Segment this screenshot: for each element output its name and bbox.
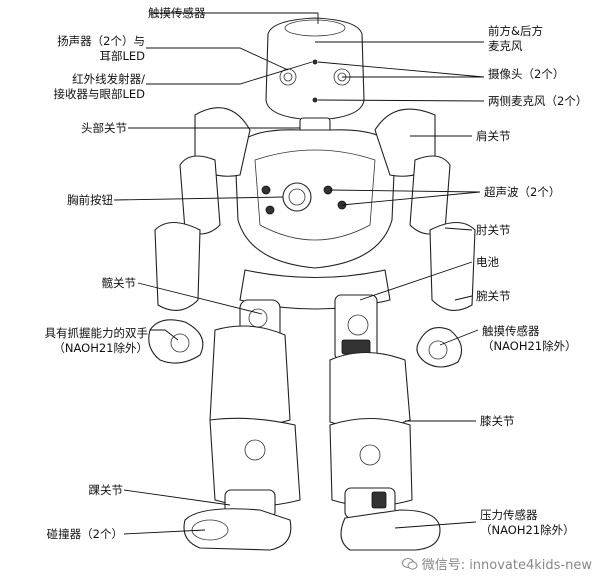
watermark-text: 微信号: innovate4kids-new [422,554,592,573]
robot-head [266,18,364,120]
label-chest-button: 胸前按钮 [67,193,113,207]
label-front-rear-mic-2: 麦克风 [488,39,523,53]
label-head-joint: 头部关节 [81,121,127,135]
label-side-mic: 两侧麦克风（2个） [488,94,587,108]
label-ir: 红外线发射器/ [72,72,145,86]
right-thigh [330,353,410,429]
right-foot [341,510,440,550]
label-ankle-joint: 踝关节 [89,483,124,497]
label-speakers: 扬声器（2个）与 [57,34,145,48]
label-elbow-joint: 肘关节 [476,223,511,237]
label-touch-sensor-hand: 触摸传感器 [482,324,540,338]
label-bumper: 碰撞器（2个） [47,527,123,541]
wechat-icon [402,557,418,571]
left-thigh [210,326,290,426]
label-wrist-joint: 腕关节 [476,289,511,303]
left-hand [149,320,203,363]
label-front-rear-mic: 前方&后方 [488,24,543,38]
camera-dot [313,60,317,64]
chest-button [283,183,311,211]
label-touch-sensor-head: 触摸传感器 [148,6,206,20]
label-knee-joint: 膝关节 [480,414,515,428]
label-battery: 电池 [476,255,499,269]
left-upper-arm [180,156,220,234]
sonar-left [262,186,270,194]
label-hip-joint: 髋关节 [102,276,137,290]
label-speakers-2: 耳部LED [99,49,145,63]
label-shoulder-joint: 肩关节 [476,129,511,143]
label-ir-2: 接收器与眼部LED [53,87,145,101]
label-pressure-sensor-2: （NAOH21除外） [480,523,575,537]
label-camera: 摄像头（2个） [488,67,564,81]
label-pressure-sensor: 压力传感器 [480,508,538,522]
robot-torso [235,130,395,268]
label-touch-sensor-hand-2: （NAOH21除外） [482,339,577,353]
right-hand [417,328,462,367]
watermark: 微信号: innovate4kids-new [402,554,592,573]
label-sonar: 超声波（2个） [484,185,560,199]
label-gripper: 具有抓握能力的双手 [45,326,149,340]
left-foot [184,509,291,550]
label-gripper-2: （NAOH21除外） [53,341,148,355]
